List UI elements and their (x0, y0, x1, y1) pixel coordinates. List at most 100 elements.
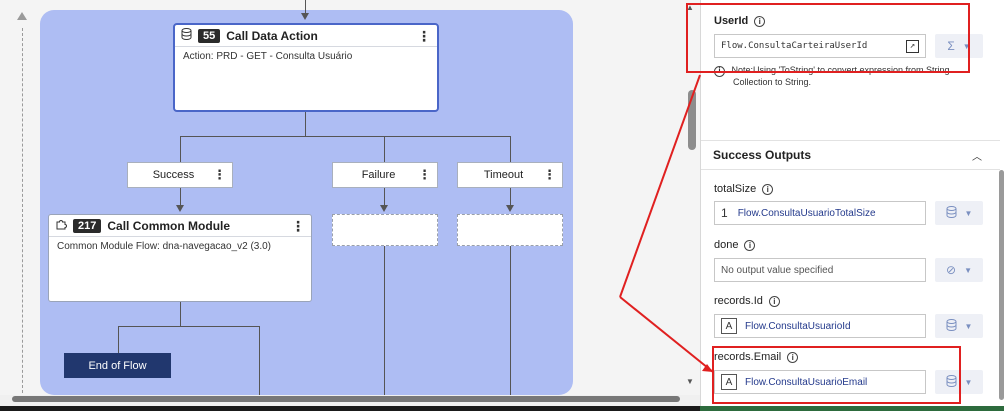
info-icon[interactable]: i (762, 183, 774, 195)
done-label-row: done i (714, 239, 756, 251)
annotation-box-userid (686, 3, 970, 73)
userid-label: UserId (714, 15, 749, 27)
wire-failure (384, 136, 385, 162)
text-type-icon: A (721, 318, 737, 334)
records-email-label: records.Email (714, 351, 782, 363)
more-options-icon[interactable]: ⋮ (291, 217, 305, 234)
wire-out (305, 112, 306, 136)
done-input[interactable]: No output value specified (714, 258, 926, 282)
totalsize-value: Flow.ConsultaUsuarioTotalSize (737, 207, 876, 219)
scroll-up-arrow-icon (17, 12, 27, 20)
arrow-down-icon (301, 13, 309, 20)
records-id-input[interactable]: A Flow.ConsultaUsuarioId (714, 314, 926, 338)
branch-timeout[interactable]: Timeout ⋮ (457, 162, 563, 188)
wire-timeout (510, 136, 511, 162)
text-type-icon: A (721, 374, 737, 390)
info-icon[interactable]: i (744, 239, 756, 251)
gutter-dashed-line (22, 28, 23, 398)
arrow-down-icon (176, 205, 184, 212)
scroll-down-icon[interactable]: ▼ (686, 377, 694, 386)
integer-type-icon: 1 (721, 206, 728, 220)
chevron-down-icon: ▼ (964, 321, 973, 331)
horizontal-scrollbar-thumb[interactable] (12, 396, 680, 402)
section-title: Success Outputs (713, 148, 812, 162)
branch-label: Success (152, 169, 195, 181)
panel-scrollbar-thumb[interactable] (999, 170, 1004, 400)
wire-success (180, 136, 181, 162)
more-options-icon[interactable]: ⋮ (418, 167, 431, 182)
branch-label: Failure (361, 169, 396, 181)
wire-module-down (180, 302, 181, 326)
arrow-down-icon (380, 205, 388, 212)
userid-input[interactable]: Flow.ConsultaCarteiraUserId ↗ (714, 34, 926, 58)
branch-success[interactable]: Success ⋮ (127, 162, 233, 188)
records-email-value: Flow.ConsultaUsuarioEmail (745, 376, 868, 388)
wire-right-down (259, 326, 260, 396)
wire-timeout-down (510, 188, 511, 206)
annotation-box-email (712, 346, 961, 404)
vertical-scrollbar-thumb[interactable] (688, 90, 696, 150)
info-icon[interactable]: i (768, 295, 780, 307)
scroll-up-icon[interactable]: ▲ (686, 3, 694, 12)
expand-editor-icon[interactable]: ↗ (906, 39, 919, 53)
call-data-action-node[interactable]: 55 Call Data Action ⋮ Action: PRD - GET … (173, 23, 439, 112)
success-outputs-header[interactable]: Success Outputs ︿ (701, 140, 1000, 170)
wire-timeout-long (510, 246, 511, 396)
records-id-type-select[interactable]: ▼ (935, 314, 983, 338)
chevron-down-icon: ▼ (964, 377, 973, 387)
chevron-down-icon: ▼ (962, 41, 971, 51)
userid-type-select[interactable]: Σ ▼ (935, 34, 983, 58)
puzzle-icon (55, 218, 67, 233)
node-title: Call Data Action (226, 28, 318, 43)
end-of-flow-node[interactable]: End of Flow (64, 353, 171, 378)
properties-panel: UserId i Flow.ConsultaCarteiraUserId ↗ Σ… (700, 0, 1004, 406)
chevron-down-icon: ▼ (964, 208, 973, 218)
chevron-down-icon: ▼ (964, 265, 972, 275)
records-email-label-row: records.Email i (714, 351, 799, 363)
call-common-module-node[interactable]: 217 Call Common Module ⋮ Common Module F… (48, 214, 312, 302)
more-options-icon[interactable]: ⋮ (543, 167, 556, 182)
done-label: done (714, 239, 739, 251)
chevron-up-icon[interactable]: ︿ (972, 151, 982, 163)
totalsize-input[interactable]: 1 Flow.ConsultaUsuarioTotalSize (714, 201, 926, 225)
arrow-down-icon (506, 205, 514, 212)
records-id-label-row: records.Id i (714, 295, 780, 307)
database-icon (181, 28, 192, 43)
node-title: Call Common Module (107, 218, 231, 233)
wire-branch-bar (180, 136, 510, 137)
branch-failure[interactable]: Failure ⋮ (332, 162, 438, 188)
totalsize-type-select[interactable]: ▼ (935, 201, 983, 225)
info-icon[interactable]: i (754, 15, 766, 27)
wire-incoming (305, 0, 306, 14)
records-email-input[interactable]: A Flow.ConsultaUsuarioEmail (714, 370, 926, 394)
wire-module-bar (118, 326, 260, 327)
bottom-strip-accent (700, 406, 1004, 411)
more-options-icon[interactable]: ⋮ (417, 27, 431, 44)
totalsize-label-row: totalSize i (714, 183, 774, 195)
records-id-label: records.Id (714, 295, 763, 307)
records-id-value: Flow.ConsultaUsuarioId (745, 320, 851, 332)
branch-label: Timeout (483, 169, 524, 181)
wire-success-down (180, 188, 181, 206)
database-icon (946, 205, 957, 221)
empty-drop-target[interactable] (332, 214, 438, 246)
empty-drop-target[interactable] (457, 214, 563, 246)
done-type-select[interactable]: ⊘ ▼ (935, 258, 983, 282)
node-header: 217 Call Common Module ⋮ (49, 215, 311, 237)
node-flow-text: Common Module Flow: dna-navegacao_v2 (3.… (57, 241, 271, 252)
info-icon[interactable]: i (787, 351, 799, 363)
more-options-icon[interactable]: ⋮ (213, 167, 226, 182)
flow-canvas[interactable]: 55 Call Data Action ⋮ Action: PRD - GET … (0, 0, 700, 411)
disabled-icon: ⊘ (946, 263, 957, 277)
node-badge: 217 (73, 218, 102, 233)
note-text-line2: Collection to String. (733, 77, 812, 87)
database-icon (946, 318, 957, 334)
node-badge: 55 (198, 28, 221, 43)
wire-failure-long (384, 246, 385, 396)
node-action-text: Action: PRD - GET - Consulta Usuário (183, 51, 353, 62)
wire-to-end (118, 326, 119, 353)
node-header: 55 Call Data Action ⋮ (175, 25, 437, 47)
done-value: No output value specified (721, 264, 834, 276)
userid-label-row: UserId i (714, 15, 766, 27)
